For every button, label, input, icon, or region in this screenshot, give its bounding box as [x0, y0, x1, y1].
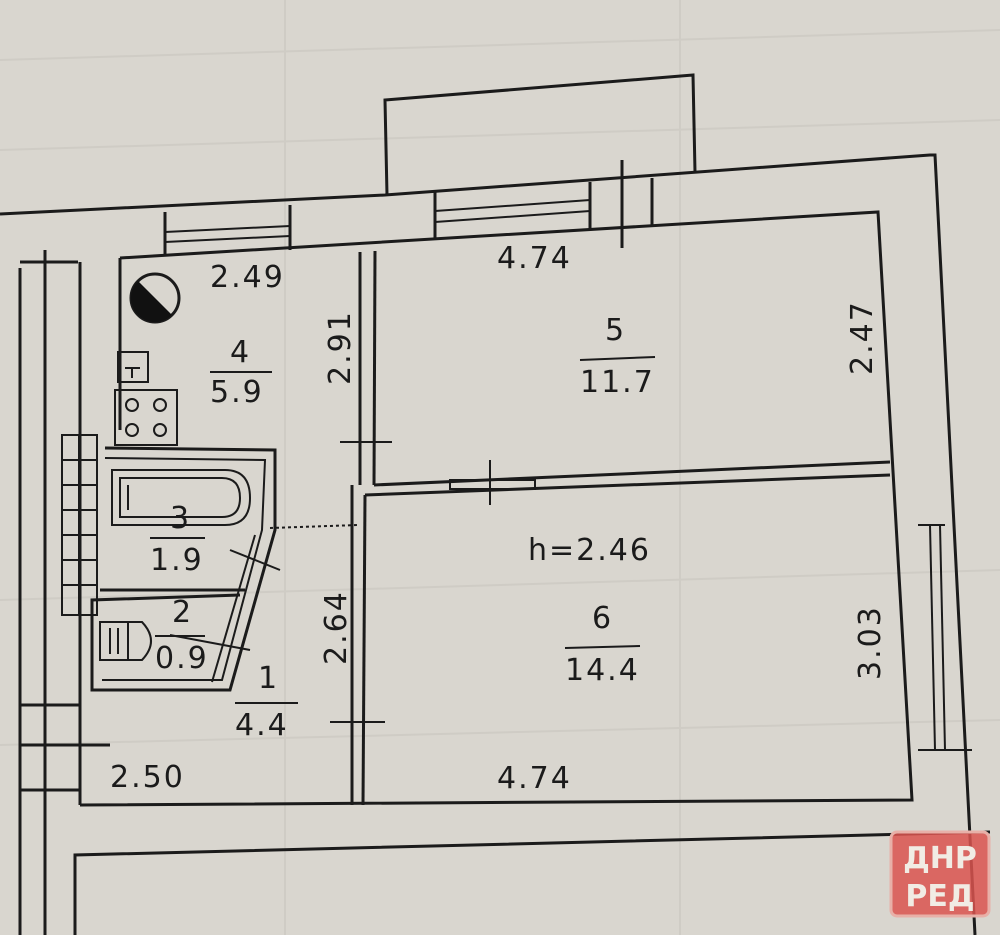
dim-room5-length: 2.47 [845, 300, 880, 375]
dim-room6-width: 4.74 [497, 761, 572, 796]
room-3-area: 1.9 [150, 543, 204, 578]
outer-walls [0, 153, 991, 935]
dim-room5-width: 4.74 [497, 241, 572, 276]
room-1-area: 4.4 [235, 708, 289, 743]
dimensions: 2.49 2.91 4.74 2.47 2.64 2.50 4.74 3.03 [110, 241, 888, 796]
svg-text:РЕД: РЕД [905, 879, 974, 914]
toilet-icon [99, 621, 152, 661]
room-6-area: 14.4 [565, 653, 640, 688]
room-5-area: 11.7 [580, 365, 655, 400]
fixtures [61, 272, 252, 661]
room-labels: 4 5.9 5 11.7 3 1.9 2 0.9 1 4.4 h=2.46 6 … [150, 313, 656, 743]
watermark-logo: ДНР РЕД [889, 830, 991, 918]
gas-boiler-icon [129, 272, 181, 324]
radiator-icon [61, 434, 98, 616]
dim-kitchen-width: 2.49 [210, 260, 285, 295]
room-2-number: 2 [172, 595, 193, 630]
room-6-number: 6 [592, 601, 613, 636]
bathtub-icon [111, 469, 252, 526]
partitions [90, 250, 891, 806]
balcony [383, 73, 697, 196]
room-2-area: 0.9 [155, 641, 209, 676]
stove-icon [114, 389, 178, 446]
sink-icon [117, 351, 149, 383]
dim-hall-width: 2.50 [110, 760, 185, 795]
bathtub-inner [119, 477, 242, 518]
svg-text:ДНР: ДНР [903, 841, 977, 876]
room-1-number: 1 [258, 661, 279, 696]
room-4-number: 4 [230, 335, 251, 370]
room-3-number: 3 [170, 501, 191, 536]
dim-kitchen-length: 2.91 [323, 310, 358, 385]
dim-hall-length: 2.64 [319, 590, 354, 665]
room-4-area: 5.9 [210, 375, 264, 410]
ceiling-height: h=2.46 [528, 533, 651, 568]
dim-room6-length: 3.03 [853, 605, 888, 680]
room-5-number: 5 [605, 313, 626, 348]
